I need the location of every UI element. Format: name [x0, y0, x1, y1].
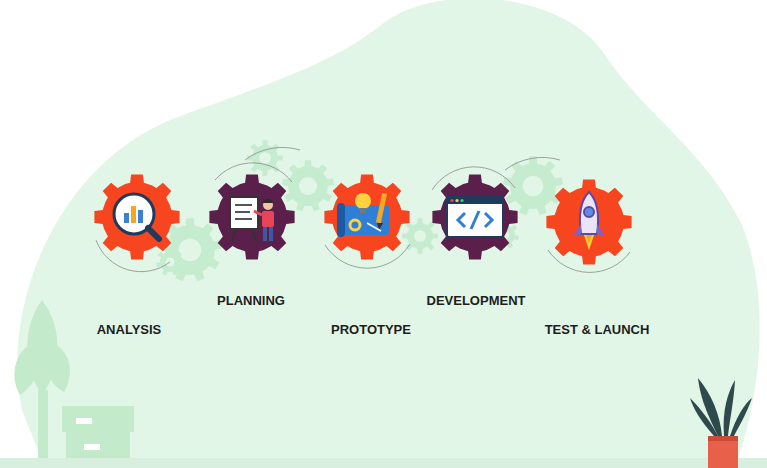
- stage-label: PROTOTYPE: [331, 322, 411, 338]
- gear-shape: [545, 178, 633, 266]
- gear-shape: [323, 173, 411, 261]
- gear-node: TEST & LAUNCH: [545, 178, 633, 266]
- stage-label: TEST & LAUNCH: [545, 322, 650, 338]
- stage-label: PLANNING: [217, 293, 285, 309]
- stage-label: ANALYSIS: [97, 322, 162, 338]
- stage-label: DEVELOPMENT: [427, 293, 526, 309]
- gear-node: PROTOTYPE: [323, 173, 411, 261]
- gear-node: PLANNING: [208, 173, 296, 261]
- gear-shape: [208, 173, 296, 261]
- gear-shape: [431, 173, 519, 261]
- gear-shape: [93, 173, 181, 261]
- gear-node: DEVELOPMENT: [431, 173, 519, 261]
- gear-node: ANALYSIS: [93, 173, 181, 261]
